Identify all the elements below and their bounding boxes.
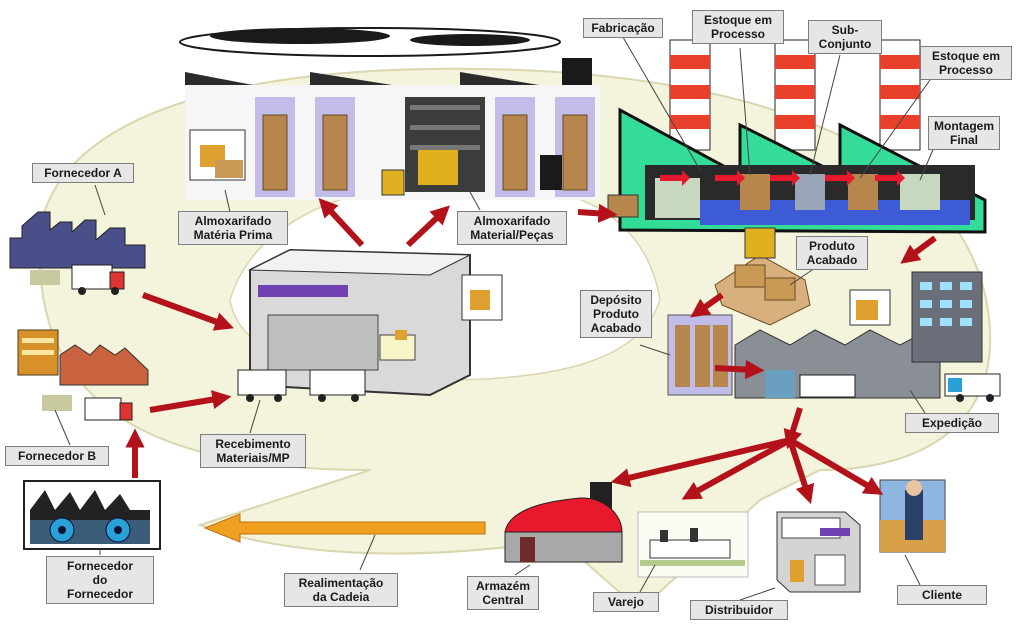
arrow-supplier-b-to-receiving <box>149 390 232 413</box>
feedback-arrow <box>203 513 486 543</box>
label-line: Realimentação <box>298 576 384 590</box>
label-sub-assembly: Sub- Conjunto <box>808 20 882 54</box>
label-line: Fornecedor <box>66 559 133 573</box>
arrow-to-shipping <box>714 359 765 380</box>
cloud-icon <box>179 27 561 57</box>
arrow-to-distributor <box>787 439 815 505</box>
label-raw-material-storage: Almoxarifado Matéria Prima <box>178 211 288 245</box>
label-line: Montagem <box>934 119 994 133</box>
label-line: Recebimento <box>215 437 291 451</box>
label-line: Central <box>482 593 524 607</box>
supplier-b-icon <box>17 329 149 421</box>
label-wip-stock-1: Estoque em Processo <box>692 10 784 44</box>
supplier-of-supplier-icon <box>23 480 161 550</box>
label-line: Material/Peças <box>470 228 554 242</box>
label-line: Materiais/MP <box>216 451 290 465</box>
finished-product-pallet-icon <box>714 227 811 326</box>
label-line: Processo <box>710 27 766 41</box>
chimney-3 <box>879 39 921 151</box>
label-distributor: Distribuidor <box>690 600 788 620</box>
label-text: Cliente <box>921 588 962 602</box>
arrow-to-depot <box>690 292 724 318</box>
label-line: Fornecedor <box>66 587 133 601</box>
label-final-assembly: Montagem Final <box>928 116 1000 150</box>
label-finished-product: Produto Acabado <box>796 236 868 270</box>
customer-icon <box>879 479 946 553</box>
label-line: Final <box>949 133 978 147</box>
label-text: Expedição <box>921 416 983 430</box>
label-line: Matéria Prima <box>193 228 273 242</box>
label-central-warehouse: Armazém Central <box>467 576 539 610</box>
arrow-to-raw-material <box>318 197 365 248</box>
label-text: Fornecedor B <box>17 449 96 463</box>
retail-icon <box>637 511 749 578</box>
callout-pointers <box>54 31 936 601</box>
chimney-1 <box>669 39 711 151</box>
arrow-supplier-a-to-receiving <box>141 292 235 331</box>
worker-icon <box>381 169 405 196</box>
shipping-building-icon <box>734 271 1001 402</box>
label-line: Produto <box>593 307 639 321</box>
label-line: do <box>92 573 108 587</box>
arrow-to-central-warehouse <box>610 437 791 488</box>
supplier-a-icon <box>9 211 146 295</box>
label-line: Almoxarifado <box>194 214 272 228</box>
label-line: da Cadeia <box>312 590 370 604</box>
label-chain-feedback: Realimentação da Cadeia <box>284 573 398 607</box>
arrow-to-finished-product <box>900 235 937 264</box>
distributor-icon <box>776 511 861 593</box>
label-line: Processo <box>938 63 994 77</box>
label-line: Depósito <box>590 293 642 307</box>
worker-icon <box>540 155 562 190</box>
label-finished-goods-depot: Depósito Produto Acabado <box>580 290 652 338</box>
label-receiving: Recebimento Materiais/MP <box>200 434 306 468</box>
label-customer: Cliente <box>897 585 987 605</box>
label-parts-storage: Almoxarifado Material/Peças <box>457 211 567 245</box>
label-line: Produto <box>809 239 855 253</box>
finished-goods-depot-icon <box>667 314 733 396</box>
label-line: Almoxarifado <box>473 214 551 228</box>
cart-icon <box>607 194 639 218</box>
label-line: Acabado <box>590 321 642 335</box>
label-manufacturing: Fabricação <box>583 18 663 38</box>
arrow-to-factory <box>577 203 618 223</box>
label-text: Fabricação <box>591 21 655 35</box>
label-wip-stock-2: Estoque em Processo <box>920 46 1012 80</box>
warehouse-building <box>185 58 600 200</box>
arrow-to-customer <box>788 437 884 495</box>
flow-arrows <box>125 197 937 505</box>
label-supplier-a: Fornecedor A <box>32 163 134 183</box>
receiving-building-icon <box>237 248 503 402</box>
label-line: Estoque em <box>703 13 772 27</box>
label-text: Varejo <box>607 595 645 609</box>
label-retail: Varejo <box>593 592 659 612</box>
label-line: Sub- <box>831 23 859 37</box>
arrow-to-parts <box>405 205 450 248</box>
central-warehouse-icon <box>504 482 623 563</box>
label-shipping: Expedição <box>905 413 999 433</box>
label-text: Fornecedor A <box>44 166 122 180</box>
arrow-to-retail <box>681 437 792 500</box>
label-text: Distribuidor <box>705 603 773 617</box>
label-line: Estoque em <box>931 49 1000 63</box>
arrow-shipping-trunk <box>783 407 803 450</box>
label-supplier-b: Fornecedor B <box>5 446 109 466</box>
label-line: Armazém <box>475 579 531 593</box>
chimney-2 <box>774 39 816 151</box>
label-line: Conjunto <box>818 37 872 51</box>
label-line: Acabado <box>806 253 858 267</box>
label-supplier-of-supplier: Fornecedor do Fornecedor <box>46 556 154 604</box>
